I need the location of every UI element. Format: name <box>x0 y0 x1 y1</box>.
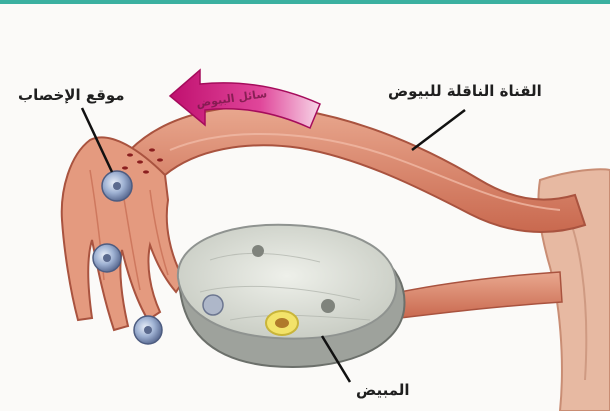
egg-3 <box>134 316 162 344</box>
fertilization-site-label: موقع الإخصاب <box>18 86 125 104</box>
ovary-label: المبيض <box>356 381 410 399</box>
leader-tube <box>412 110 465 150</box>
ovary <box>178 225 405 367</box>
egg-1 <box>102 171 132 201</box>
egg-2 <box>93 244 121 272</box>
fallopian-tube-label: القناة الناقلة للبيوض <box>388 82 542 100</box>
top-border <box>0 0 610 4</box>
fallopian-tube <box>130 106 585 232</box>
ovarian-ligament <box>400 272 562 318</box>
